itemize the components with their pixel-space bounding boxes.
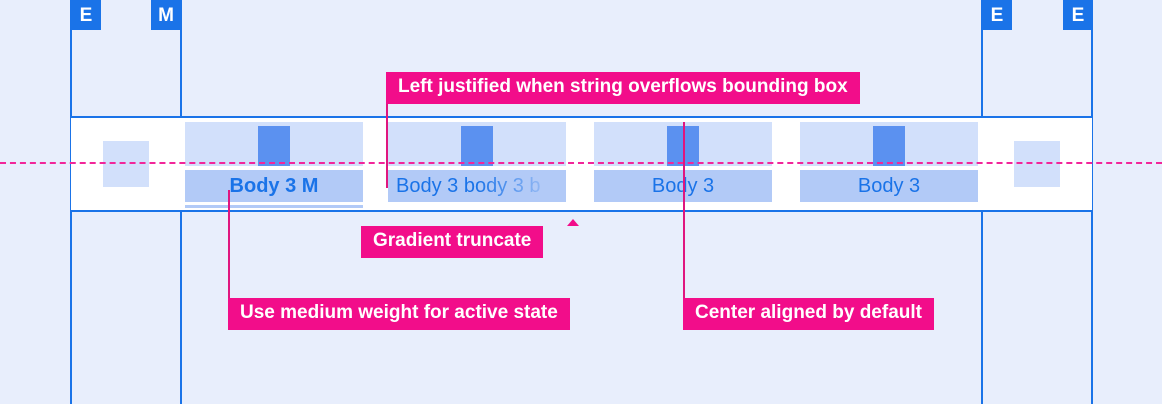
edge-badge-e-left: E <box>71 0 101 30</box>
tab-active-indicator <box>185 205 363 208</box>
badge-label: E <box>990 4 1004 26</box>
annotation-pointer-gradient-truncate <box>567 219 579 226</box>
annotation-center-aligned: Center aligned by default <box>683 298 934 330</box>
tab-label-band: Body 3 <box>800 170 978 202</box>
edge-spacer-square-right <box>1014 141 1060 187</box>
annotation-left-justified: Left justified when string overflows bou… <box>386 72 860 104</box>
badge-label: E <box>79 4 93 26</box>
tab-icon-area <box>800 122 978 166</box>
edge-badge-e-right-inner: E <box>982 0 1012 30</box>
edge-spacer-square-left <box>103 141 149 187</box>
badge-label: E <box>1071 4 1085 26</box>
annotation-text: Use medium weight for active state <box>240 302 558 323</box>
tab-label: Body 3 M <box>229 175 319 197</box>
guide-line-right-edge <box>1091 0 1093 404</box>
tab-icon-area <box>185 122 363 166</box>
edge-badge-e-right-outer: E <box>1063 0 1093 30</box>
annotation-leader-medium-weight <box>228 190 230 300</box>
annotation-gradient-truncate: Gradient truncate <box>361 226 544 258</box>
tab-item-2[interactable]: Body 3 body 3 b <box>388 122 566 206</box>
annotation-text: Center aligned by default <box>695 302 922 323</box>
square-icon <box>873 126 905 166</box>
tab-label-band: Body 3 M <box>185 170 363 202</box>
margin-badge-m-left: M <box>151 0 181 30</box>
square-icon <box>258 126 290 166</box>
annotation-text: Left justified when string overflows bou… <box>398 76 848 97</box>
tab-item-1[interactable]: Body 3 M <box>185 122 363 208</box>
badge-label: M <box>158 4 174 26</box>
tab-label-band: Body 3 body 3 b <box>388 170 566 202</box>
tab-label: Body 3 <box>857 175 921 197</box>
vertical-center-guide <box>0 162 1162 164</box>
tab-label: Body 3 body 3 b <box>396 175 541 197</box>
annotation-text: Gradient truncate <box>373 230 532 251</box>
tab-item-4[interactable]: Body 3 <box>800 122 978 206</box>
tab-icon-area <box>388 122 566 166</box>
annotation-leader-left-justified <box>386 72 388 188</box>
tab-label: Body 3 <box>651 175 715 197</box>
square-icon <box>461 126 493 166</box>
annotation-leader-center-aligned <box>683 122 685 300</box>
annotation-medium-weight: Use medium weight for active state <box>228 298 570 330</box>
